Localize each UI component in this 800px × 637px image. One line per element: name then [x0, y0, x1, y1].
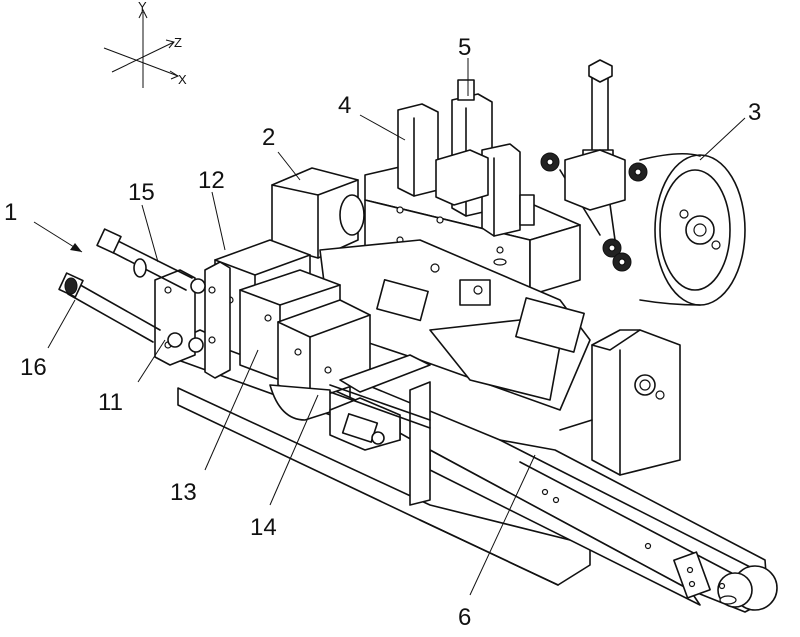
label-12: 12	[198, 167, 225, 194]
rod-bracket	[59, 229, 205, 365]
x-axis-label: X	[178, 72, 187, 87]
label-15: 15	[128, 179, 155, 206]
label-13: 13	[170, 479, 197, 506]
leader-2	[278, 152, 300, 180]
label-11: 11	[98, 389, 123, 416]
z-axis-label: Z	[174, 35, 182, 50]
label-6: 6	[458, 604, 471, 631]
label-4: 4	[338, 92, 351, 119]
label-5: 5	[458, 34, 471, 61]
x-axis-line	[104, 48, 178, 76]
y-axis-label: Y	[138, 0, 147, 14]
leader-1-arrow	[70, 243, 82, 252]
label-3: 3	[748, 99, 761, 126]
motor	[272, 168, 364, 258]
axis-triad: Y Z X	[104, 0, 187, 88]
label-14: 14	[250, 514, 277, 541]
leader-12	[212, 192, 225, 250]
label-1: 1	[4, 199, 17, 226]
tape-reel	[640, 154, 745, 305]
label-2: 2	[262, 124, 275, 151]
leader-3	[700, 118, 745, 160]
label-16: 16	[20, 354, 47, 381]
leader-16	[48, 300, 75, 348]
